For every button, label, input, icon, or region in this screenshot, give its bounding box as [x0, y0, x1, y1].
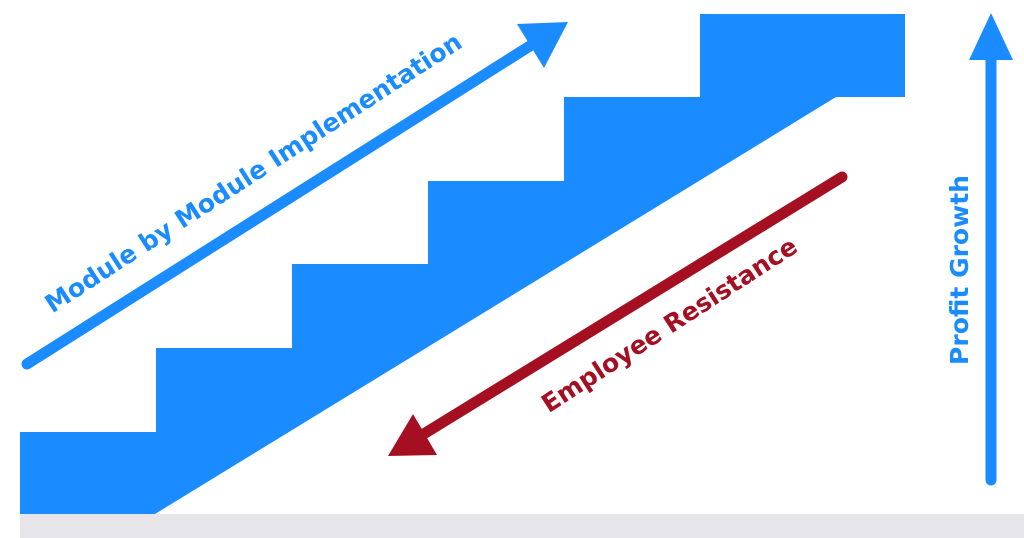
implementation-arrow-shaft [21, 38, 539, 370]
resistance-arrow-head [388, 414, 437, 456]
growth-arrow-head [969, 13, 1013, 60]
implementation-arrow-head [517, 22, 568, 68]
ground-bar [20, 514, 1024, 538]
implementation-arrow [21, 22, 568, 370]
resistance-label: Employee Resistance [536, 231, 802, 418]
resistance-arrow-shaft [416, 171, 848, 441]
staircase-shape [20, 14, 905, 514]
growth-arrow [969, 13, 1013, 486]
resistance-arrow [388, 171, 848, 456]
growth-label: Profit Growth [945, 175, 974, 365]
